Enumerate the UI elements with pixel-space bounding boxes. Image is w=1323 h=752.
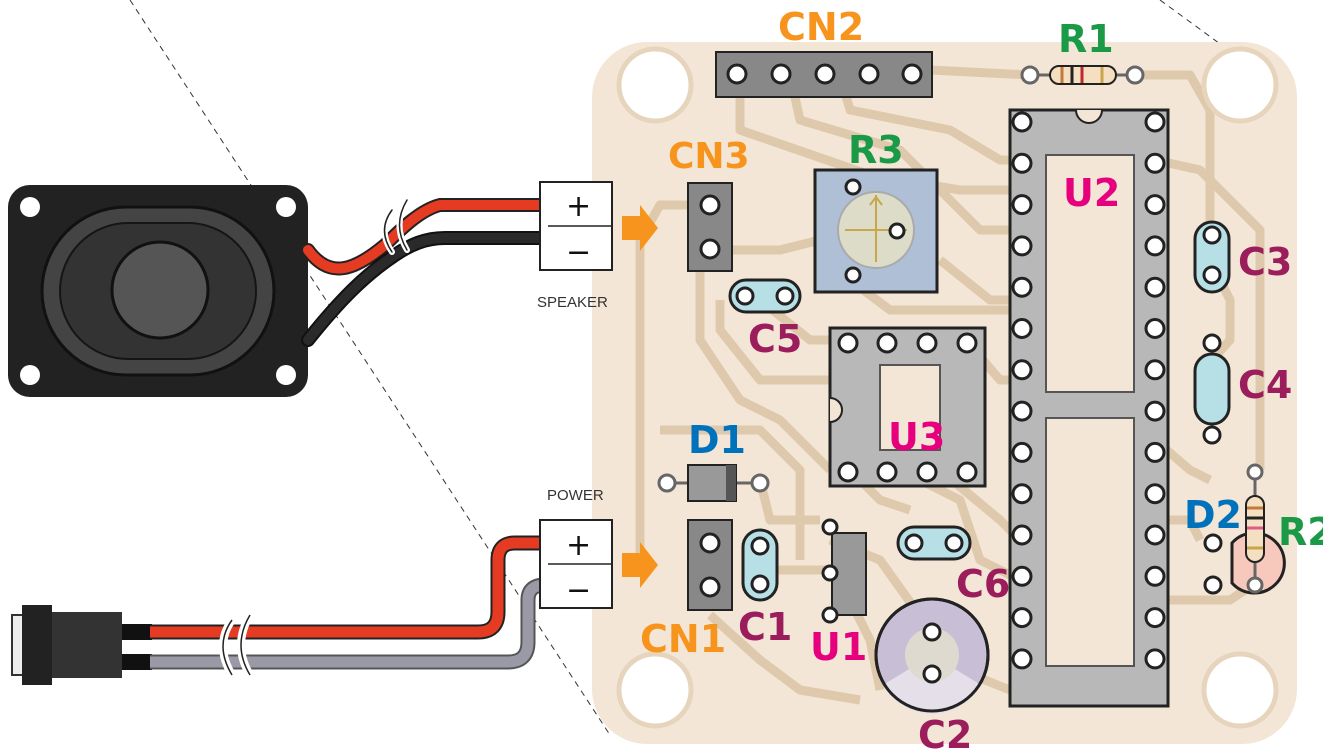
label-d2: D2 [1184, 493, 1242, 537]
r3-trimmer-potentiometer [813, 168, 939, 294]
cn2-pins [726, 63, 923, 85]
label-c2: C2 [918, 713, 972, 752]
label-c1: C1 [738, 605, 792, 649]
u2-pin [1011, 400, 1033, 422]
label-cn1: CN1 [640, 617, 726, 661]
power-minus-sign: − [566, 573, 591, 608]
label-c3: C3 [1238, 240, 1292, 284]
mounting-hole-top-right [1201, 46, 1279, 124]
u2-pin [1011, 648, 1033, 670]
u2-pin [1144, 111, 1166, 133]
speaker-connector: + − SPEAKER [537, 181, 658, 311]
power-cable [11, 535, 546, 685]
u2-pin [1011, 276, 1033, 298]
label-cn2: CN2 [778, 5, 864, 49]
u2-pin [1144, 607, 1166, 629]
c6-capacitor [896, 525, 972, 561]
label-r1: R1 [1058, 17, 1114, 61]
mounting-holes [616, 46, 1279, 729]
c1-capacitor [741, 528, 779, 602]
speaker-plus-sign: + [566, 189, 591, 224]
speaker [8, 185, 308, 397]
u2-pin [1144, 483, 1166, 505]
c5-capacitor [728, 278, 802, 314]
speaker-wires [301, 197, 552, 347]
mounting-hole-bottom-left [616, 651, 694, 729]
u2-pin [1144, 359, 1166, 381]
speaker-arrow-icon [622, 205, 658, 251]
u2-pin [1144, 152, 1166, 174]
u2-ic-socket [1008, 108, 1170, 708]
u3-ic-socket [828, 326, 987, 488]
mounting-hole-bottom-right [1201, 651, 1279, 729]
u2-pin [1011, 194, 1033, 216]
label-r2: R2 [1278, 510, 1323, 554]
u2-pin [1144, 524, 1166, 546]
label-u2: U2 [1063, 171, 1120, 215]
label-c5: C5 [748, 317, 802, 361]
cn1-header [687, 519, 733, 611]
u2-pin [1011, 235, 1033, 257]
u2-pins [1011, 111, 1166, 670]
c3-capacitor [1193, 220, 1231, 294]
u1-voltage-regulator [821, 518, 867, 624]
u2-pin [1144, 235, 1166, 257]
u2-pin [1011, 524, 1033, 546]
u2-pin [1011, 483, 1033, 505]
u2-pin [1011, 607, 1033, 629]
u2-pin [1011, 565, 1033, 587]
c2-electrolytic-capacitor [874, 597, 990, 714]
u2-pin [1011, 359, 1033, 381]
label-cn3: CN3 [668, 136, 750, 177]
label-c6: C6 [956, 562, 1010, 606]
u2-pin [1011, 318, 1033, 339]
label-u3: U3 [888, 415, 945, 459]
r2-resistor [1245, 463, 1265, 594]
label-d1: D1 [688, 418, 746, 462]
u2-pin [1144, 194, 1166, 216]
u2-pin [1144, 565, 1166, 587]
power-arrow-icon [622, 542, 658, 588]
power-plus-sign: + [566, 528, 591, 563]
c4-capacitor [1193, 333, 1231, 445]
d1-diode [657, 464, 770, 502]
u2-pin [1144, 400, 1166, 422]
u2-pin [1011, 441, 1033, 463]
cn3-header [687, 182, 733, 272]
u2-pin [1011, 111, 1033, 133]
label-u1: U1 [810, 625, 867, 669]
u2-pin [1011, 152, 1033, 174]
u2-pin [1144, 648, 1166, 670]
power-connector-label: POWER [547, 487, 604, 504]
u2-pin [1144, 318, 1166, 339]
u2-pin [1144, 276, 1166, 298]
power-connector: + − POWER [539, 487, 658, 609]
u2-pin [1144, 441, 1166, 463]
speaker-connector-label: SPEAKER [537, 294, 608, 311]
r1-resistor [1020, 65, 1145, 85]
speaker-minus-sign: − [566, 235, 591, 270]
label-c4: C4 [1238, 363, 1292, 407]
label-r3: R3 [848, 128, 904, 172]
component-labels: CN2 R1 CN3 R3 U2 C3 C5 C4 U3 D1 D2 R2 C6… [640, 5, 1323, 752]
cn2-header [715, 51, 933, 98]
mounting-hole-top-left [616, 46, 694, 124]
